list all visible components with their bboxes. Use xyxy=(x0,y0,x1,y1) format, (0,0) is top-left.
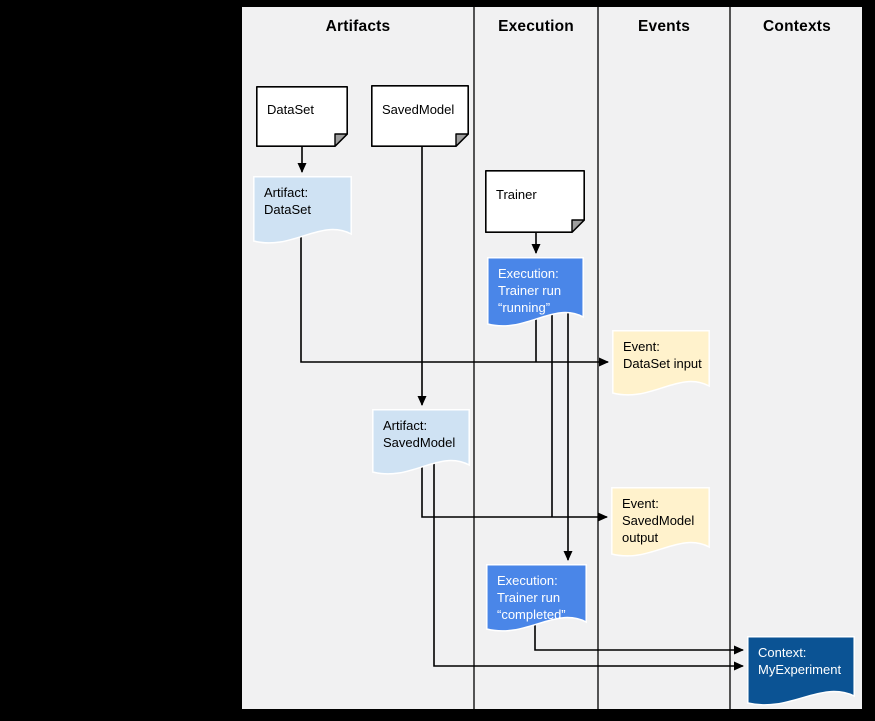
column-header-events: Events xyxy=(637,18,691,35)
artifact-dataset-label: Artifact: DataSet xyxy=(264,185,311,217)
diagram-canvas: Artifacts Execution Events Contexts Data… xyxy=(242,7,862,709)
context-myexperiment: Context: MyExperiment xyxy=(747,636,855,708)
note-fold-corner xyxy=(571,219,585,233)
event-savedmodel-output-shape xyxy=(611,487,710,557)
edge-artifact-savedmodel-to-event-savedmodel-output xyxy=(421,459,608,522)
execution-trainer-running-label: Execution: Trainer run “running” xyxy=(498,266,562,315)
artifact-savedmodel-shape xyxy=(372,409,470,475)
savedmodel-note: SavedModel xyxy=(371,85,469,147)
edge-execution-completed-to-context xyxy=(534,621,744,655)
event-dataset-input-shape xyxy=(612,330,710,396)
execution-trainer-completed-label: Execution: Trainer run “completed” xyxy=(497,573,566,622)
trainer-note-shape xyxy=(485,170,585,233)
artifact-dataset: Artifact: DataSet xyxy=(253,176,352,246)
event-savedmodel-output-label: Event: SavedModel output xyxy=(622,496,695,545)
savedmodel-note-label: SavedModel xyxy=(382,101,455,117)
column-header-contexts: Contexts xyxy=(763,18,831,35)
event-dataset-input: Event: DataSet input xyxy=(612,330,710,398)
savedmodel-note-shape xyxy=(371,85,469,147)
execution-trainer-completed: Execution: Trainer run “completed” xyxy=(486,564,587,634)
edge-artifact-savedmodel-to-context xyxy=(433,459,744,671)
context-myexperiment-shape xyxy=(747,636,855,706)
trainer-note-label: Trainer xyxy=(496,187,537,202)
artifact-savedmodel: Artifact: SavedModel xyxy=(372,409,470,477)
dataset-note: DataSet xyxy=(256,86,348,147)
context-myexperiment-label: Context: MyExperiment xyxy=(758,645,842,677)
execution-trainer-running-shape xyxy=(487,257,584,327)
note-fold-corner xyxy=(455,133,469,147)
trainer-note: Trainer xyxy=(485,170,585,233)
execution-trainer-completed-shape xyxy=(486,564,587,632)
column-header-artifacts: Artifacts xyxy=(325,18,391,35)
artifact-savedmodel-label: Artifact: SavedModel xyxy=(383,418,456,450)
dataset-note-shape xyxy=(256,86,348,147)
event-dataset-input-label: Event: DataSet input xyxy=(623,339,702,371)
column-header-execution: Execution xyxy=(498,18,574,35)
execution-trainer-running: Execution: Trainer run “running” xyxy=(487,257,584,329)
dataset-note-label: DataSet xyxy=(267,102,314,117)
artifact-dataset-shape xyxy=(253,176,352,244)
edge-artifact-dataset-to-event-dataset-input xyxy=(300,231,609,367)
note-fold-corner xyxy=(334,133,348,147)
event-savedmodel-output: Event: SavedModel output xyxy=(611,487,710,559)
